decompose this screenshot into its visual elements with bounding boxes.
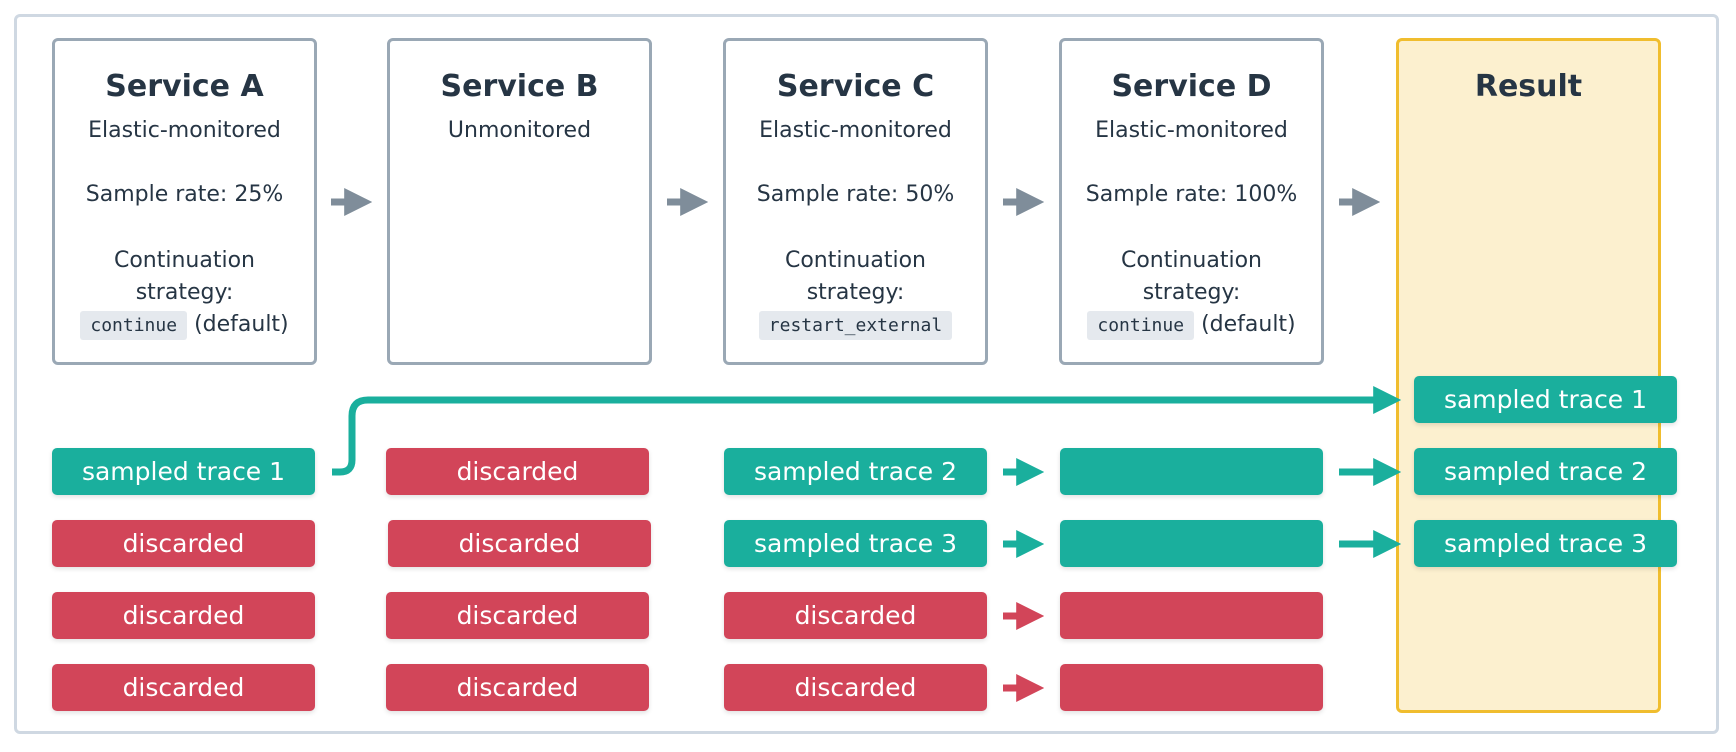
arrow-trace1-to-result (332, 386, 1402, 476)
service-c-strategy: Continuation strategy: restart_external (726, 245, 985, 342)
service-a-strategy: Continuation strategy: continue (default… (55, 245, 314, 342)
service-c-trace-2: sampled trace 3 (724, 520, 987, 567)
result-box: Result (1396, 38, 1661, 713)
service-a-monitoring: Elastic-monitored (88, 118, 281, 143)
service-a-title: Service A (105, 69, 264, 104)
result-trace-3: sampled trace 3 (1414, 520, 1677, 567)
service-d-trace-4 (1060, 664, 1323, 711)
service-c-trace-4: discarded (724, 664, 987, 711)
service-a-trace-2: discarded (52, 520, 315, 567)
service-c-trace-1: sampled trace 2 (724, 448, 987, 495)
service-a-sample-rate: Sample rate: 25% (85, 182, 284, 207)
service-b-box: Service B Unmonitored (387, 38, 652, 365)
service-a-trace-3: discarded (52, 592, 315, 639)
service-a-strategy-code: continue (80, 311, 188, 340)
service-d-strategy-suffix: (default) (1201, 312, 1296, 337)
service-a-trace-1: sampled trace 1 (52, 448, 315, 495)
result-trace-2: sampled trace 2 (1414, 448, 1677, 495)
service-b-title: Service B (440, 69, 599, 104)
service-b-trace-1: discarded (386, 448, 649, 495)
service-a-trace-4: discarded (52, 664, 315, 711)
service-d-trace-2 (1060, 520, 1323, 567)
service-b-trace-2: discarded (388, 520, 651, 567)
diagram-frame (14, 14, 1719, 734)
service-a-strategy-suffix: (default) (194, 312, 289, 337)
service-d-sample-rate: Sample rate: 100% (1085, 182, 1298, 207)
service-c-strategy-label: Continuation strategy: (784, 248, 926, 305)
service-b-trace-3: discarded (386, 592, 649, 639)
service-d-strategy: Continuation strategy: continue (default… (1062, 245, 1321, 342)
service-d-strategy-label: Continuation strategy: (1120, 248, 1262, 305)
service-c-sample-rate: Sample rate: 50% (756, 182, 955, 207)
result-title: Result (1474, 69, 1583, 104)
result-trace-1: sampled trace 1 (1414, 376, 1677, 423)
service-d-title: Service D (1111, 69, 1272, 104)
service-d-strategy-code: continue (1087, 311, 1195, 340)
service-d-monitoring: Elastic-monitored (1095, 118, 1288, 143)
service-c-monitoring: Elastic-monitored (759, 118, 952, 143)
service-c-box: Service C Elastic-monitored Sample rate:… (723, 38, 988, 365)
service-c-title: Service C (776, 69, 935, 104)
service-d-trace-3 (1060, 592, 1323, 639)
service-c-trace-3: discarded (724, 592, 987, 639)
service-d-trace-1 (1060, 448, 1323, 495)
service-b-trace-4: discarded (386, 664, 649, 711)
service-d-box: Service D Elastic-monitored Sample rate:… (1059, 38, 1324, 365)
service-b-monitoring: Unmonitored (447, 118, 592, 143)
service-c-strategy-code: restart_external (758, 311, 953, 340)
service-a-strategy-label: Continuation strategy: (113, 248, 255, 305)
service-a-box: Service A Elastic-monitored Sample rate:… (52, 38, 317, 365)
